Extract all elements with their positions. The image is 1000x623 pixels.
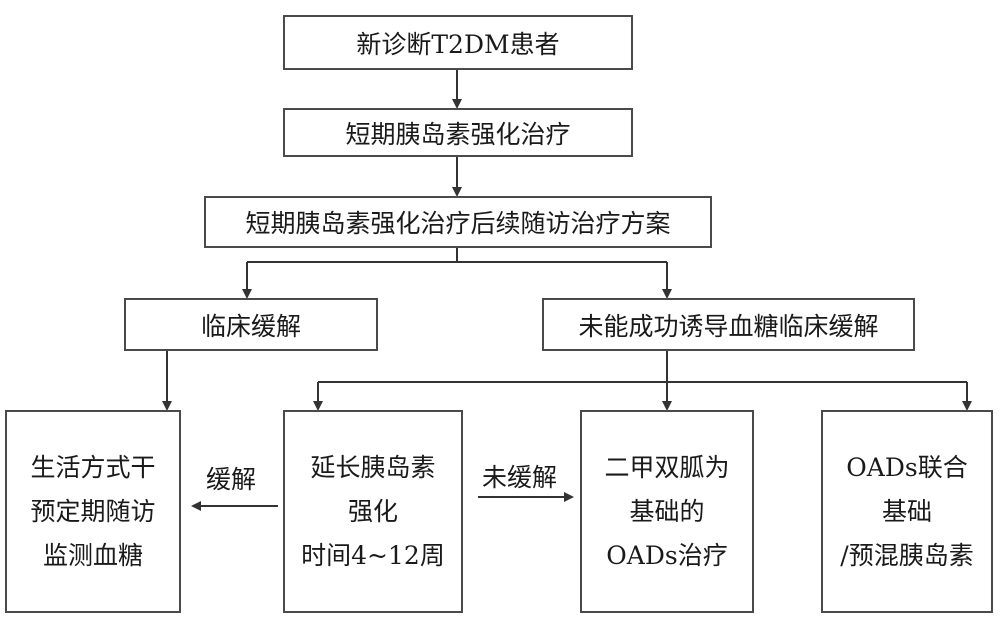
edge-label-not-remitted: 未缓解 [482,463,558,492]
node-extend-insulin: 延长胰岛素 强化 时间4~12周 [283,410,463,613]
node-no-remission: 未能成功诱导血糖临床缓解 [542,298,915,351]
node-oads-combo: OADs联合 基础 /预混胰岛素 [821,410,993,613]
node-new-patient: 新诊断T2DM患者 [283,15,633,70]
node-metformin: 二甲双胍为 基础的 OADs治疗 [580,410,754,613]
node-short-term-therapy: 短期胰岛素强化治疗 [283,108,633,157]
lifestyle-line-1: 生活方式干 [30,452,156,482]
extend-line-2: 强化 [347,496,398,526]
lifestyle-line-2: 预定期随访 [30,496,156,526]
extend-line-3: 时间4~12周 [301,540,445,570]
edge-label-remitted: 缓解 [206,465,257,494]
metformin-line-1: 二甲双胍为 [604,452,730,482]
metformin-line-3: OADs治疗 [606,540,728,570]
metformin-line-2: 基础的 [629,496,705,526]
oads-line-1: OADs联合 [846,452,968,482]
oads-line-3: /预混胰岛素 [840,540,974,570]
node-lifestyle: 生活方式干 预定期随访 监测血糖 [5,410,181,613]
node-remission: 临床缓解 [124,298,378,351]
oads-line-2: 基础 [881,496,932,526]
node-followup-plan: 短期胰岛素强化治疗后续随访治疗方案 [204,196,712,248]
lifestyle-line-3: 监测血糖 [42,540,143,570]
extend-line-1: 延长胰岛素 [310,452,436,482]
